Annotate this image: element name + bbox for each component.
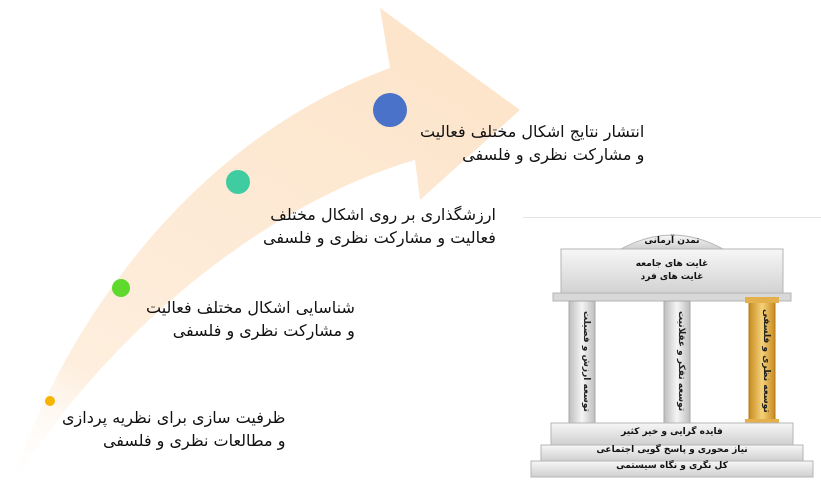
temple-top-title: تمدن آرمانی xyxy=(644,236,700,246)
curved-arrow xyxy=(8,8,520,492)
pillar-3-shape xyxy=(748,300,776,424)
temple-illustration xyxy=(523,217,821,478)
step-text-1: ظرفیت سازی برای نظریه پردازی و مطالعات ن… xyxy=(62,406,285,452)
step-3-line-2: فعالیت و مشارکت نظری و فلسفی xyxy=(263,228,496,247)
step-3-line-1: ارزشگذاری بر روی اشکال مختلف xyxy=(270,205,496,224)
temple-roof-line-2: غایت های فرد xyxy=(640,272,704,282)
pillar-1-label: توسعه ارزش و فضیلت xyxy=(581,310,591,412)
step-text-2: شناسایی اشکال مختلف فعالیت و مشارکت نظری… xyxy=(146,296,355,342)
step-dot-1 xyxy=(45,396,55,406)
step-4-line-1: انتشار نتایج اشکال مختلف فعالیت xyxy=(420,122,645,141)
step-dot-2 xyxy=(112,279,130,297)
temple-base-line-1: فایده گرایی و خیر کثیر xyxy=(621,427,723,437)
step-dot-3 xyxy=(226,170,250,194)
pillar-3-label: توسعه نظری و فلسفی xyxy=(761,309,771,413)
temple-top-cap xyxy=(620,234,724,250)
step-4-line-2: و مشارکت نظری و فلسفی xyxy=(462,145,645,164)
step-1-line-2: و مطالعات نظری و فلسفی xyxy=(102,431,286,450)
pillar-2-shape xyxy=(663,300,691,424)
step-2-line-2: و مشارکت نظری و فلسفی xyxy=(172,321,355,340)
pillar-1-shape xyxy=(568,300,596,424)
temple-roof xyxy=(560,248,784,298)
step-text-3: ارزشگذاری بر روی اشکال مختلف فعالیت و مش… xyxy=(263,203,496,249)
step-2-line-1: شناسایی اشکال مختلف فعالیت xyxy=(146,298,355,317)
step-text-4: انتشار نتایج اشکال مختلف فعالیت و مشارکت… xyxy=(420,120,644,166)
temple-roof-line-1: غایت های جامعه xyxy=(635,259,709,269)
temple-diagram: تمدن آرمانی غایت های جامعه غایت های فرد … xyxy=(523,217,821,492)
step-1-line-1: ظرفیت سازی برای نظریه پردازی xyxy=(62,408,286,427)
pillar-2-label: توسعه تفکر و عقلانیت xyxy=(676,310,686,412)
temple-base-line-3: کل نگری و نگاه سیستمی xyxy=(616,461,728,471)
step-dot-4 xyxy=(373,93,407,127)
temple-base-line-2: نیاز محوری و پاسخ گویی اجتماعی xyxy=(596,445,748,455)
